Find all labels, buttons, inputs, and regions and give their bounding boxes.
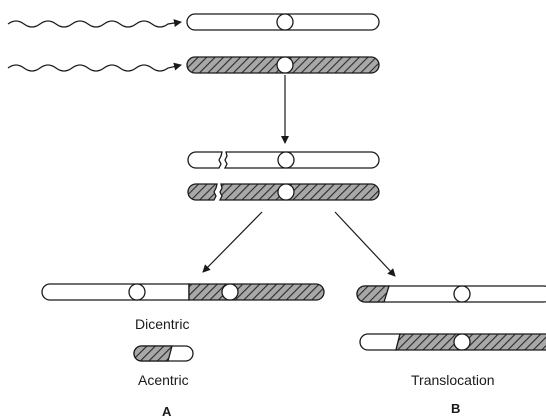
label-panel-b: B — [451, 401, 460, 416]
label-panel-a: A — [162, 404, 172, 419]
label-dicentric: Dicentric — [135, 316, 189, 332]
radiation-wave-top — [8, 21, 181, 27]
chromosome-hatched-broken — [188, 184, 379, 200]
radiation-wave-bottom — [8, 65, 181, 71]
arrow-to-dicentric — [203, 212, 262, 272]
acentric-fragment — [134, 346, 193, 361]
chromosome-white-top — [187, 14, 379, 30]
arrow-to-translocation — [335, 212, 395, 276]
dicentric-chromosome — [42, 284, 324, 300]
label-translocation: Translocation — [411, 372, 495, 388]
chromosome-hatched-top — [187, 57, 379, 73]
translocation-chromosome-1 — [357, 286, 546, 302]
chromosome-white-broken — [188, 152, 379, 168]
label-acentric: Acentric — [138, 372, 189, 388]
translocation-chromosome-2 — [360, 334, 546, 350]
